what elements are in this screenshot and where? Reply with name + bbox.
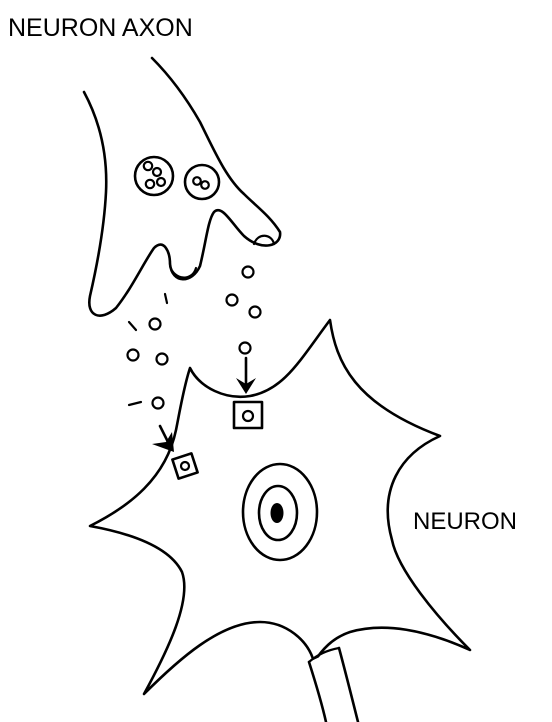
receptor-binding-arrows xyxy=(152,358,256,452)
synaptic-vesicles xyxy=(135,157,219,199)
receptor-site xyxy=(234,402,262,428)
neurotransmitter-molecule xyxy=(157,354,168,365)
outgoing-axon xyxy=(309,648,360,722)
receptor-site xyxy=(172,453,197,478)
neurotransmitter-molecule xyxy=(250,307,261,318)
diffusion-dash xyxy=(165,294,167,303)
neurotransmitter-molecule xyxy=(227,295,238,306)
nucleolus xyxy=(271,503,284,523)
receptor-arrow xyxy=(236,358,256,394)
neurotransmitter-molecule xyxy=(243,267,254,278)
synaptic-vesicle xyxy=(185,165,219,199)
synaptic-vesicle xyxy=(135,157,173,195)
nucleus xyxy=(243,464,317,560)
neurotransmitter-molecule xyxy=(240,343,251,354)
neurotransmitter-molecule xyxy=(128,350,139,361)
neurotransmitter-molecule xyxy=(153,398,164,409)
receptor-sites xyxy=(172,402,262,479)
diffusion-dash xyxy=(129,402,141,405)
diffusion-dash xyxy=(129,322,136,330)
released-neurotransmitters xyxy=(128,267,261,409)
neurotransmitter-molecule xyxy=(150,319,161,330)
